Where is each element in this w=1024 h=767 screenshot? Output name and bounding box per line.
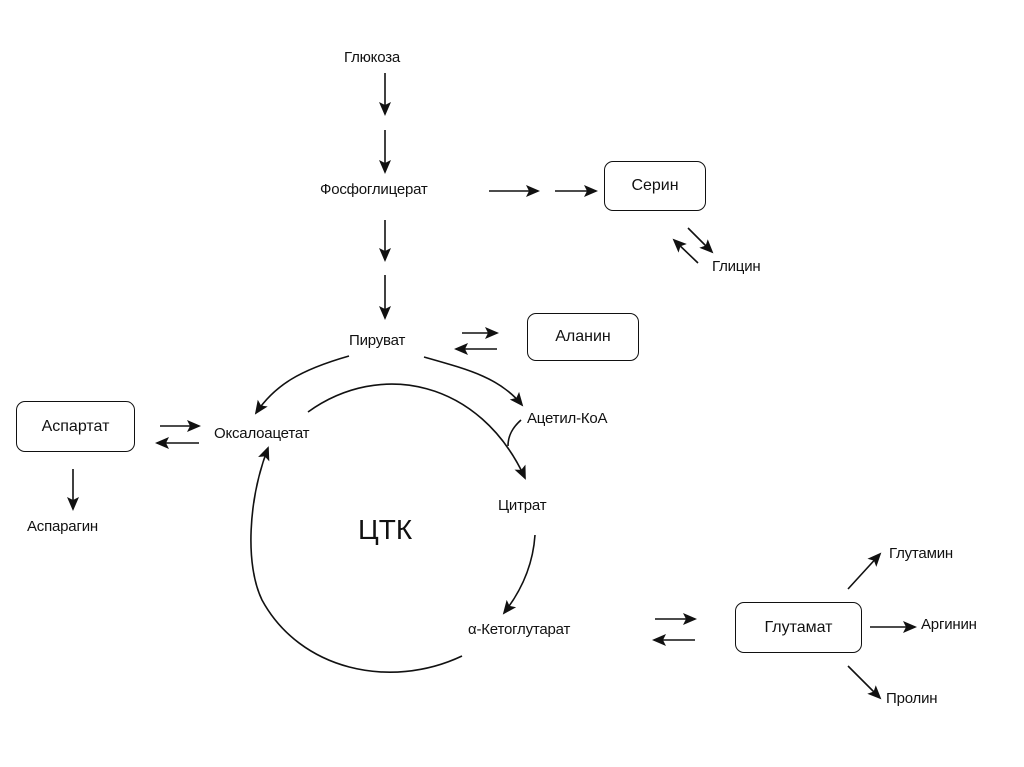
node-serine: Серин [604,161,706,211]
label-tca-cycle: ЦТК [358,514,413,545]
node-citrate: Цитрат [498,497,547,514]
node-oxaloacetate: Оксалоацетат [214,425,310,442]
arrow-glutamate-to-proline [847,665,882,700]
node-glutamate: Глутамат [735,602,862,653]
node-acetyl-coa: Ацетил-КоА [527,410,608,427]
node-alpha-ketoglutarate: α-Кетоглутарат [468,621,571,638]
cycle-akg-to-oxaloacetate [250,446,463,673]
arrow-glutamate-to-glutamine [847,552,882,590]
node-glucose: Глюкоза [344,49,401,66]
cycle-oxaloacetate-to-citrate [307,383,526,480]
node-asparagine: Аспарагин [27,518,98,535]
arrow-pyruvate-to-oxaloacetate [254,355,350,415]
node-pyruvate: Пируват [349,332,406,349]
cycle-citrate-to-akg [502,534,536,615]
node-glutamine: Глутамин [889,545,953,562]
acetylcoa-junction [507,419,522,447]
node-arginine: Аргинин [921,616,977,633]
node-phosphoglycerate: Фосфоглицерат [320,181,428,198]
arrow-glycine-to-serine [672,238,699,264]
node-aspartate: Аспартат [16,401,135,452]
arrow-pyruvate-to-acetylcoa [423,356,524,407]
node-alanine: Аланин [527,313,639,361]
node-proline: Пролин [886,690,938,707]
node-glycine: Глицин [712,258,761,275]
arrow-serine-to-glycine [687,227,714,254]
